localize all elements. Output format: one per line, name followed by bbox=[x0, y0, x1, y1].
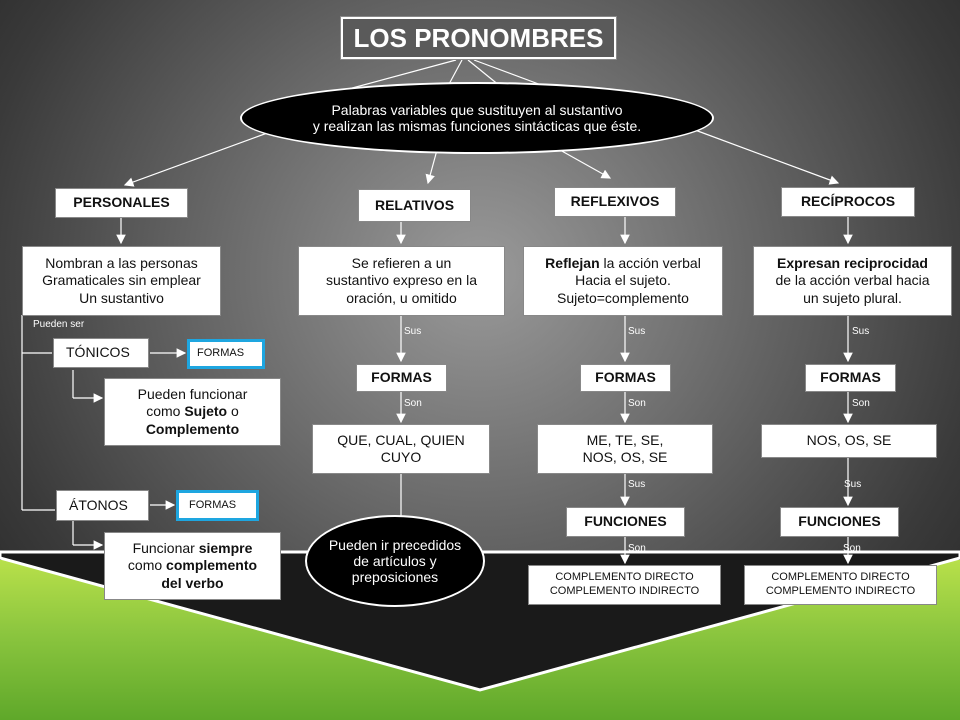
reciprocos-values: NOS, OS, SE bbox=[761, 424, 937, 458]
relativos-description: Se refieren a un sustantivo expreso en l… bbox=[298, 246, 505, 316]
diagram-title: LOS PRONOMBRES bbox=[340, 16, 617, 60]
pueden-ser-label: Pueden ser bbox=[33, 319, 85, 330]
reflexivos-son2-label: Son bbox=[628, 543, 646, 554]
personales-description: Nombran a las personas Gramaticales sin … bbox=[22, 246, 221, 316]
reflexivos-values: ME, TE, SE, NOS, OS, SE bbox=[537, 424, 713, 474]
reciprocos-complementos: COMPLEMENTO DIRECTO COMPLEMENTO INDIRECT… bbox=[744, 565, 937, 605]
reciprocos-funciones-box: FUNCIONES bbox=[780, 507, 899, 537]
reflexivos-sus-label: Sus bbox=[628, 326, 646, 337]
reciprocos-son2-label: Son bbox=[843, 543, 861, 554]
relativos-formas-box: FORMAS bbox=[356, 364, 447, 392]
reflexivos-son-label: Son bbox=[628, 398, 646, 409]
reciprocos-sus2-label: Sus bbox=[844, 479, 862, 490]
reciprocos-description: Expresan reciprocidad de la acción verba… bbox=[753, 246, 952, 316]
reciprocos-son-label: Son bbox=[852, 398, 870, 409]
reciprocos-sus-label: Sus bbox=[852, 326, 870, 337]
reflexivos-funciones-box: FUNCIONES bbox=[566, 507, 685, 537]
reflexivos-complementos: COMPLEMENTO DIRECTO COMPLEMENTO INDIRECT… bbox=[528, 565, 721, 605]
definition-ellipse: Palabras variables que sustituyen al sus… bbox=[240, 82, 714, 154]
relativos-sus-label: Sus bbox=[404, 326, 422, 337]
definition-line-1: Palabras variables que sustituyen al sus… bbox=[331, 102, 623, 118]
reciprocos-header: RECÍPROCOS bbox=[781, 187, 915, 217]
relativos-son-label: Son bbox=[404, 398, 422, 409]
reflexivos-sus2-label: Sus bbox=[628, 479, 646, 490]
tonicos-description: Pueden funcionar como Sujeto o Complemen… bbox=[104, 378, 281, 446]
personales-header: PERSONALES bbox=[55, 188, 188, 218]
reciprocos-formas-box: FORMAS bbox=[805, 364, 896, 392]
relativos-note-ellipse: Pueden ir precedidos de artículos y prep… bbox=[305, 515, 485, 607]
relativos-header: RELATIVOS bbox=[358, 189, 471, 222]
atonos-description: Funcionar siempre como complemento del v… bbox=[104, 532, 281, 600]
reflexivos-header: REFLEXIVOS bbox=[554, 187, 676, 217]
atonos-box: ÁTONOS bbox=[56, 490, 149, 521]
tonicos-box: TÓNICOS bbox=[53, 338, 149, 368]
definition-line-2: y realizan las mismas funciones sintácti… bbox=[312, 118, 642, 134]
relativos-values: QUE, CUAL, QUIEN CUYO bbox=[312, 424, 490, 474]
tonicos-formas-box: FORMAS bbox=[187, 339, 265, 369]
reflexivos-description: Reflejan la acción verbal Hacia el sujet… bbox=[523, 246, 723, 316]
reflexivos-formas-box: FORMAS bbox=[580, 364, 671, 392]
atonos-formas-box: FORMAS bbox=[176, 490, 259, 521]
